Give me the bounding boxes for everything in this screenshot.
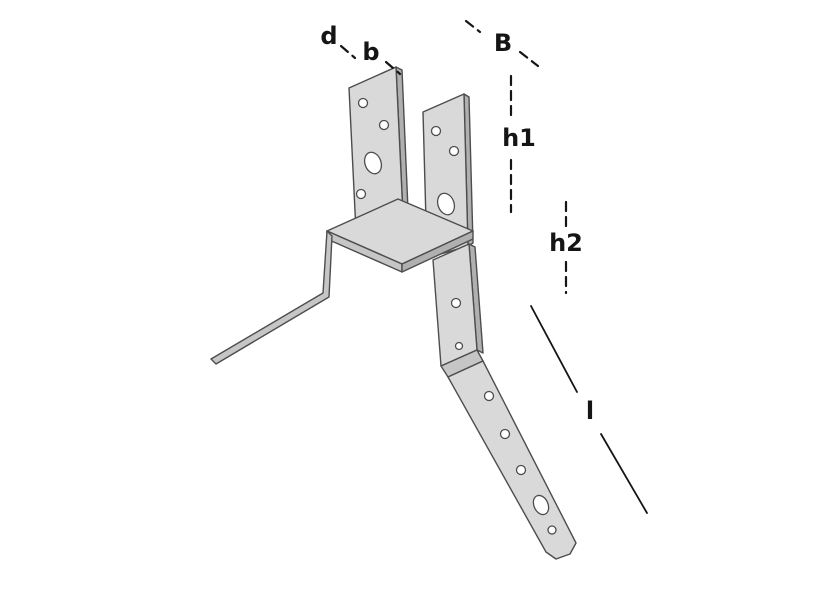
label-h2: h2 (549, 229, 583, 257)
left-strap (210, 230, 333, 365)
large-hole (436, 192, 456, 216)
hole (515, 464, 527, 476)
base-plate (326, 198, 474, 273)
label-l: l (586, 397, 594, 425)
hole (499, 428, 511, 440)
lower-vertical-piece (432, 243, 484, 367)
dimension-line-l-top (530, 305, 578, 393)
large-hole (532, 494, 550, 516)
hole (448, 145, 460, 157)
label-d: d (320, 22, 337, 50)
dimension-line-b (384, 60, 402, 76)
hole (547, 525, 557, 535)
hole (450, 297, 462, 309)
hole (483, 390, 495, 402)
bracket-assembly (210, 66, 577, 560)
hole (454, 341, 464, 351)
label-B: B (494, 29, 512, 57)
large-hole (363, 151, 383, 175)
diagonal-strap-holes (483, 390, 557, 535)
diagonal-strap-face (447, 360, 577, 560)
dimension-line-B-right (518, 50, 540, 68)
dimension-line-l-bottom (600, 433, 648, 514)
hole (355, 188, 367, 200)
hole (430, 125, 442, 137)
hole (357, 97, 369, 109)
dimension-line-d (339, 44, 357, 60)
label-b: b (362, 38, 379, 66)
dimension-labels: d b B h1 h2 l (320, 22, 594, 425)
label-h1: h1 (502, 124, 536, 152)
diagonal-strap (447, 360, 577, 560)
base-front-right-face (401, 230, 474, 273)
dimension-line-B-left (464, 19, 482, 34)
dimension-lines (339, 19, 648, 514)
hole (378, 119, 390, 131)
